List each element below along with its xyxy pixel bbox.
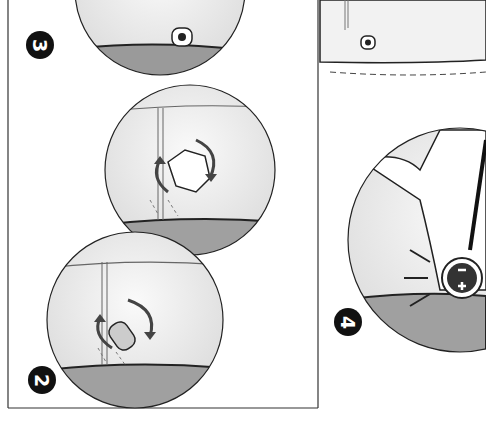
callout-text: 2 <box>32 373 51 386</box>
callout-number: 3 <box>26 31 54 59</box>
detail-circle <box>60 0 260 90</box>
detail-circle <box>45 230 225 410</box>
callout-text: 4 <box>338 315 357 328</box>
callout-text: 3 <box>30 38 49 51</box>
callout-number: 2 <box>28 366 56 394</box>
fabric-top-right <box>320 0 486 75</box>
callout-number: 4 <box>334 308 362 336</box>
detail-circle <box>340 120 486 360</box>
